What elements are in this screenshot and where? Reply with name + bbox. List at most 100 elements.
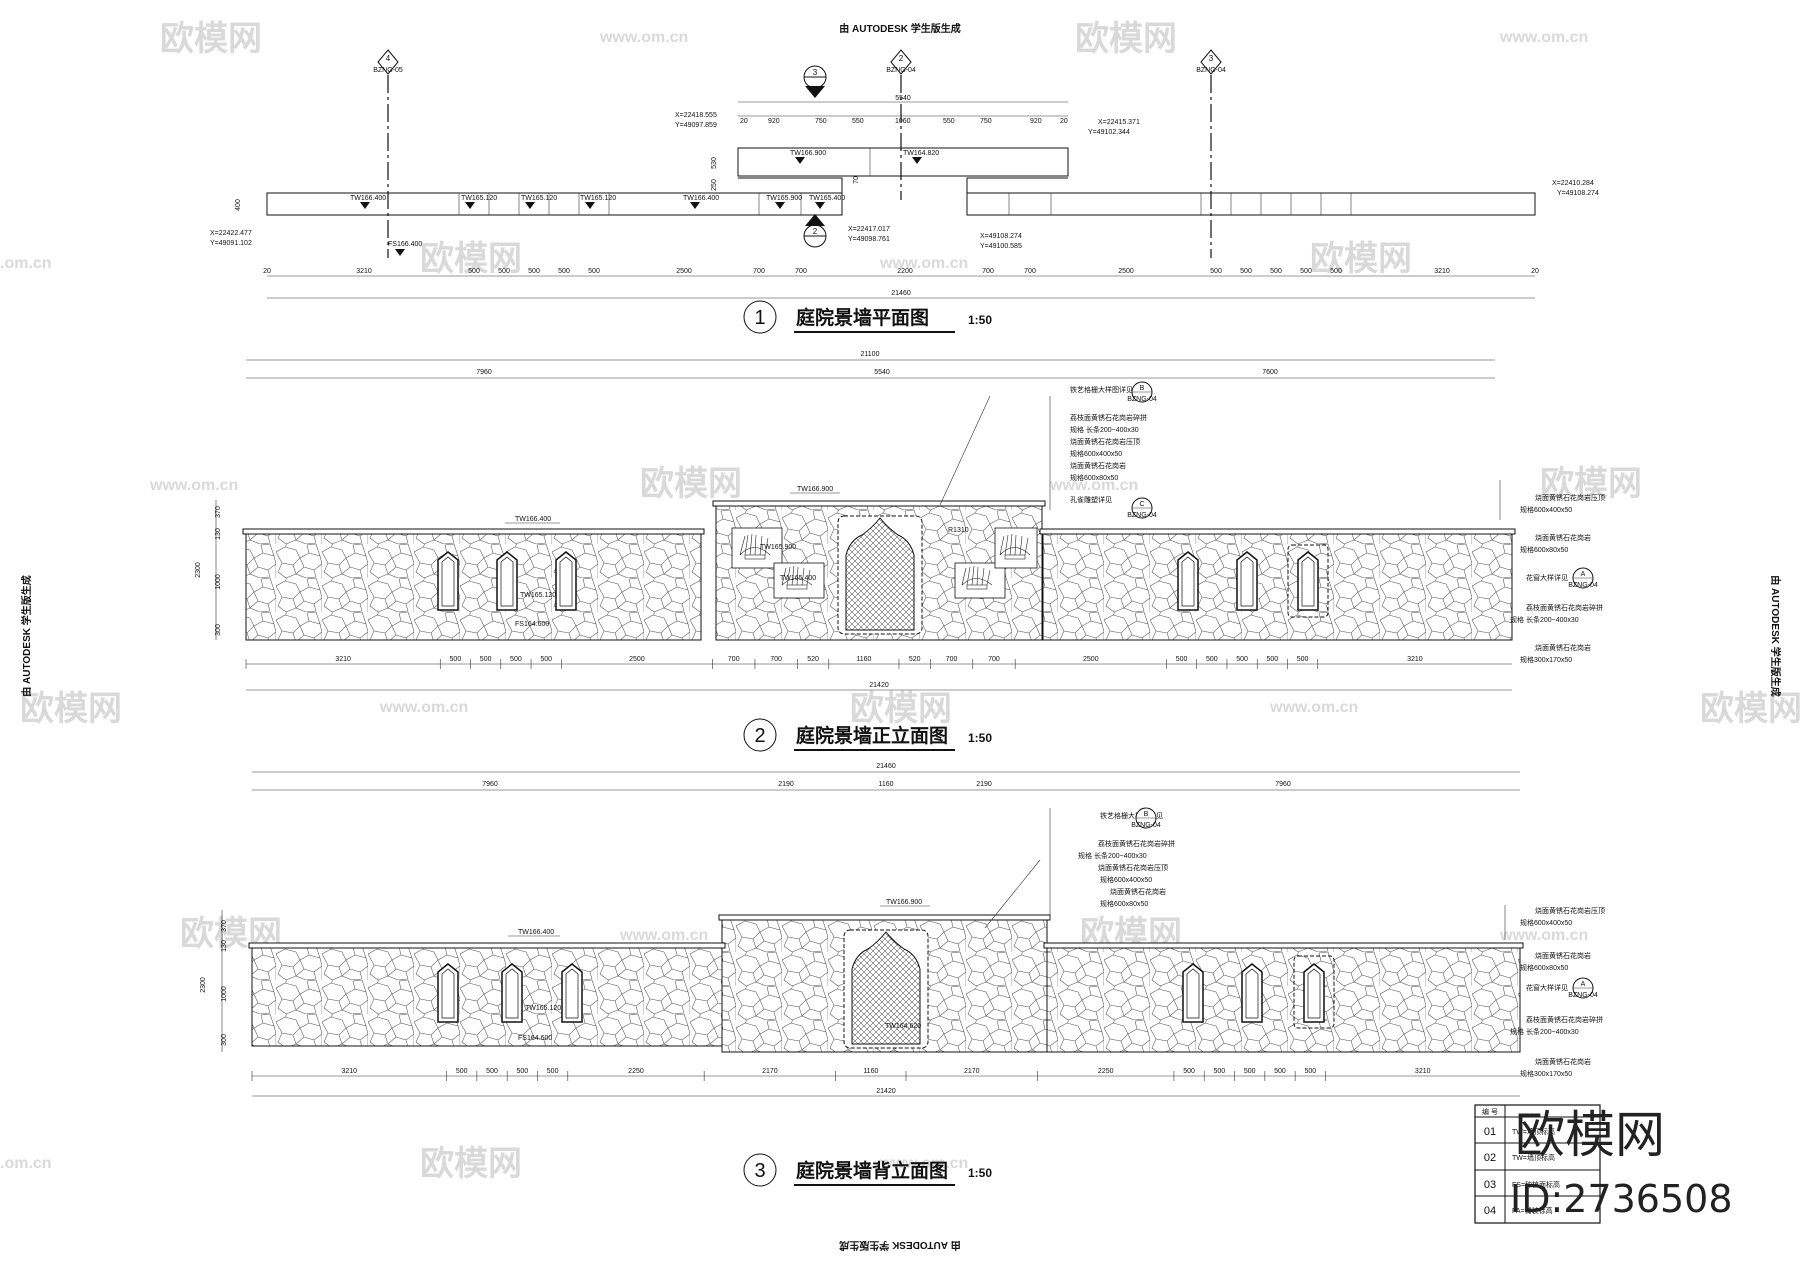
front-bottom-dim-label: 2500 xyxy=(1083,656,1099,663)
svg-text:铁艺格栅大样图详见: 铁艺格栅大样图详见 xyxy=(1070,385,1133,394)
svg-text:荔枝面黄锈石花岗岩碎拼: 荔枝面黄锈石花岗岩碎拼 xyxy=(1098,839,1175,848)
back-level-3: TW165.120 xyxy=(525,1005,561,1012)
svg-text:750: 750 xyxy=(815,118,827,125)
plan-top-dimensions: 5540 20 920 750 550 1060 550 750 920 20 xyxy=(738,95,1068,125)
back-bottom-dim-label: 500 xyxy=(547,1068,559,1075)
svg-text:BZNG-05: BZNG-05 xyxy=(373,67,403,74)
svg-text:920: 920 xyxy=(1030,118,1042,125)
front-left-dim-1: 2300 xyxy=(195,562,202,578)
svg-text:500: 500 xyxy=(498,268,510,275)
front-level-1: TW166.400 xyxy=(515,516,551,523)
back-bottom-dim-label: 1160 xyxy=(863,1068,878,1075)
svg-text:550: 550 xyxy=(943,118,955,125)
svg-text:500: 500 xyxy=(468,268,480,275)
back-bottom-dim-label: 3210 xyxy=(341,1068,357,1075)
svg-text:烧面黄锈石花岗岩: 烧面黄锈石花岗岩 xyxy=(1535,951,1591,960)
svg-text:规格600x80x50: 规格600x80x50 xyxy=(1520,963,1568,972)
svg-text:烧面黄锈石花岗岩: 烧面黄锈石花岗岩 xyxy=(1110,887,1166,896)
svg-text:X=22417.017: X=22417.017 xyxy=(848,226,890,233)
back-bottom-dim-total: 21420 xyxy=(876,1088,896,1095)
back-level-2: TW166.900 xyxy=(886,899,922,906)
legend-desc-3: FS=种植面标高 xyxy=(1512,1180,1560,1189)
front-bottom-dim-label: 500 xyxy=(450,656,462,663)
svg-text:A: A xyxy=(1581,571,1586,578)
svg-text:TW165.400: TW165.400 xyxy=(809,195,845,202)
front-bottom-dim-label: 2500 xyxy=(629,656,645,663)
watermarks: 欧模网 欧模网 www.om.cn www.om.cn 欧模网 欧模网 .om.… xyxy=(0,19,1800,1184)
front-bottom-dim-label: 500 xyxy=(1176,656,1188,663)
svg-text:700: 700 xyxy=(1024,268,1036,275)
back-top-dim-2: 2190 xyxy=(778,781,794,788)
front-bottom-dim-label: 700 xyxy=(770,656,782,663)
svg-text:C: C xyxy=(1139,501,1144,508)
svg-text:2: 2 xyxy=(754,725,765,747)
svg-text:烧面黄锈石花岗岩: 烧面黄锈石花岗岩 xyxy=(1070,461,1126,470)
svg-text:TW165.120: TW165.120 xyxy=(580,195,616,202)
big-watermark-brand: 欧模网 xyxy=(1515,1106,1665,1164)
plan-view: 4 BZNG-05 2 BZNG-04 3 BZNG-04 3 2 TW166.… xyxy=(210,49,1599,334)
svg-text:TW166.400: TW166.400 xyxy=(683,195,719,202)
section-marker-4: 4 BZNG-05 xyxy=(373,49,403,75)
watermark-text-12: 欧模网 xyxy=(420,1144,522,1184)
front-bottom-dim-label: 500 xyxy=(1206,656,1218,663)
front-bottom-dim-label: 700 xyxy=(988,656,1000,663)
back-bottom-dim-label: 2170 xyxy=(964,1068,980,1075)
front-bottom-dim-label: 500 xyxy=(1236,656,1248,663)
plan-center-block xyxy=(737,147,1069,177)
svg-text:2500: 2500 xyxy=(1118,268,1134,275)
watermark-text-1: 欧模网 xyxy=(160,19,262,59)
front-top-dim-2: 5540 xyxy=(874,369,890,376)
back-bottom-dim-label: 500 xyxy=(1183,1068,1195,1075)
back-top-dim-1: 7960 xyxy=(482,781,498,788)
back-wall-left xyxy=(251,947,723,1047)
front-coping-left xyxy=(242,528,705,535)
front-level-6: FS164.600 xyxy=(515,621,549,628)
back-wall-right xyxy=(1046,947,1521,1053)
svg-text:烧面黄锈石花岗岩: 烧面黄锈石花岗岩 xyxy=(1535,643,1591,652)
svg-text:920: 920 xyxy=(768,118,780,125)
svg-text:荔枝面黄锈石花岗岩碎拼: 荔枝面黄锈石花岗岩碎拼 xyxy=(1526,603,1603,612)
back-left-dim-2: 370 xyxy=(221,920,228,932)
svg-text:庭院景墙背立面图: 庭院景墙背立面图 xyxy=(796,1159,948,1182)
svg-text:X=22415.371: X=22415.371 xyxy=(1098,119,1140,126)
svg-text:规格 长条200~400x30: 规格 长条200~400x30 xyxy=(1078,851,1147,860)
front-bottom-dim-label: 1160 xyxy=(856,656,871,663)
front-left-dim-5: 300 xyxy=(215,624,222,636)
legend-code-1: 01 xyxy=(1484,1126,1496,1138)
back-bottom-dim-label: 3210 xyxy=(1415,1068,1431,1075)
svg-text:Y=49108.274: Y=49108.274 xyxy=(1557,190,1599,197)
svg-text:BZNG-04: BZNG-04 xyxy=(1568,992,1598,999)
front-bottom-dim-label: 500 xyxy=(540,656,552,663)
svg-text:500: 500 xyxy=(1300,268,1312,275)
watermark-url-11: .om.cn xyxy=(0,1155,52,1172)
svg-text:B: B xyxy=(1140,385,1145,392)
back-bottom-dimensions xyxy=(252,1075,1520,1097)
svg-text:规格 长条200~400x30: 规格 长条200~400x30 xyxy=(1070,425,1139,434)
svg-text:3210: 3210 xyxy=(356,268,372,275)
svg-text:20: 20 xyxy=(263,268,271,275)
section-marker-3: 3 BZNG-04 xyxy=(1196,49,1226,75)
svg-text:规格300x170x50: 规格300x170x50 xyxy=(1520,1069,1572,1078)
svg-text:荔枝面黄锈石花岗岩碎拼: 荔枝面黄锈石花岗岩碎拼 xyxy=(1526,1015,1603,1024)
svg-text:规格 长条200~400x30: 规格 长条200~400x30 xyxy=(1510,1027,1579,1036)
back-top-dim-3: 1160 xyxy=(878,781,893,788)
front-coping-right xyxy=(1039,528,1516,535)
svg-text:TW164.820: TW164.820 xyxy=(903,150,939,157)
front-coping-center xyxy=(712,500,1046,507)
plan-divisions xyxy=(458,193,1352,215)
watermark-url-4: www.om.cn xyxy=(879,255,968,272)
svg-text:庭院景墙平面图: 庭院景墙平面图 xyxy=(796,306,929,329)
autodesk-stamp-left: 由 AUTODESK 学生版生成 xyxy=(20,575,33,697)
front-bottom-dim-label: 500 xyxy=(1297,656,1309,663)
back-coping-right xyxy=(1043,942,1524,949)
elevation-marker-2: 2 xyxy=(803,214,827,248)
autodesk-stamp-bottom: 由 AUTODESK 学生版生成 xyxy=(839,1239,961,1252)
svg-text:规格600x80x50: 规格600x80x50 xyxy=(1070,473,1118,482)
back-level-4: FS164.600 xyxy=(518,1035,552,1042)
svg-text:TW165.120: TW165.120 xyxy=(521,195,557,202)
svg-text:TW165.900: TW165.900 xyxy=(766,195,802,202)
front-wall-right xyxy=(1042,533,1513,641)
svg-text:孔雀雕塑详见: 孔雀雕塑详见 xyxy=(1070,495,1112,504)
peacock-sculpture-icon xyxy=(999,533,1031,560)
